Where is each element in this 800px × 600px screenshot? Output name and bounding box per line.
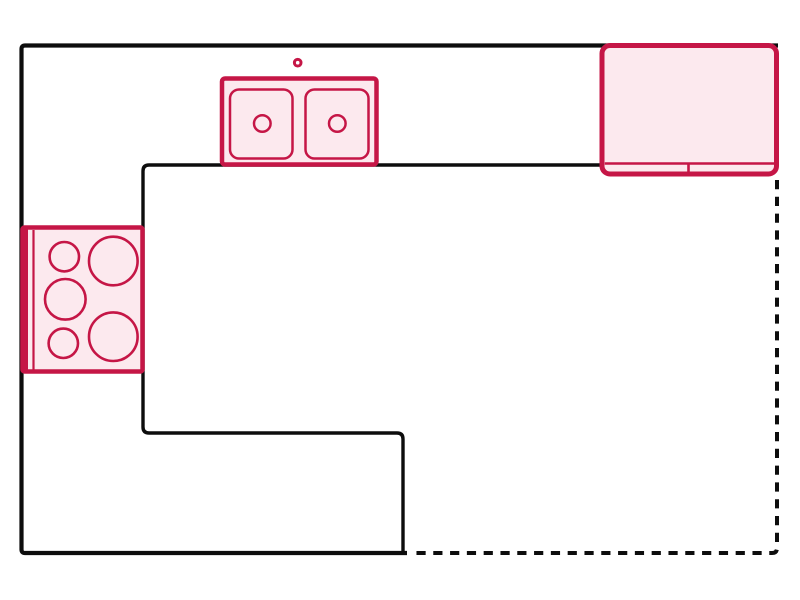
sink <box>219 57 379 167</box>
cooktop-burner-3 <box>43 277 87 321</box>
sink-faucet <box>292 57 303 68</box>
cooktop-body <box>20 225 145 374</box>
sink-drain-left <box>252 113 272 134</box>
cooktop-burner-1 <box>48 240 81 273</box>
cooktop-burner-2 <box>87 235 139 287</box>
cooktop <box>20 225 145 374</box>
sink-basin-right <box>304 88 370 160</box>
counter-inner-edge-path <box>141 163 602 553</box>
refrigerator <box>599 43 779 177</box>
room-opening-dashed-path <box>412 180 779 555</box>
refrigerator-body <box>599 43 779 177</box>
sink-basin-left <box>228 88 294 160</box>
sink-drain-right <box>327 113 347 134</box>
sink-body <box>219 76 379 167</box>
cooktop-burner-5 <box>87 311 139 363</box>
cooktop-burner-4 <box>47 327 80 360</box>
